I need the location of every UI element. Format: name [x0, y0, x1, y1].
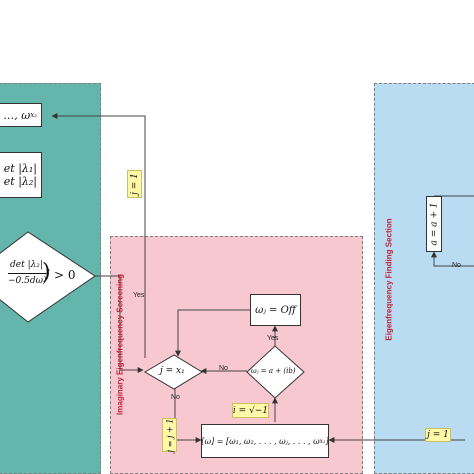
- omega-condition-text: ωⱼ = a + (ib): [251, 367, 296, 375]
- criterion-rhs: > 0: [54, 268, 76, 282]
- det-lambda1: et |λ₁|: [3, 162, 37, 175]
- omega-vector-sub: x₁: [319, 437, 326, 445]
- j-one-bottom-label: j = 1: [425, 428, 451, 442]
- edge-no-right: [431, 251, 474, 267]
- omega-vector-text: [ω] = [ω₁, ω₂, . . . , ωⱼ, . . . , ω: [201, 436, 320, 446]
- criterion-numerator: det |λ₂|: [10, 260, 43, 270]
- criterion-fraction-line: [8, 273, 46, 274]
- finding-section-title: Eigenfrequency Finding Section: [384, 218, 394, 341]
- no-label-diamond: No: [219, 365, 228, 372]
- j-one-left-text: j = 1: [129, 173, 140, 195]
- criterion-paren: ): [42, 260, 51, 285]
- omega-off-text: ωⱼ = Off: [255, 304, 296, 316]
- criterion-diamond: [0, 231, 96, 323]
- det-lambda2: et |λ₂|: [3, 175, 37, 188]
- edge-off-to-j: [175, 309, 250, 357]
- no-label-left: No: [171, 394, 180, 401]
- a-plus-one-text: a = a + 1: [429, 202, 440, 246]
- yes-label-left: Yes: [133, 292, 145, 299]
- j-x1-text: j = x₁: [160, 366, 185, 376]
- j-one-left-label: j = 1: [127, 170, 142, 198]
- edge-yes-to-list: [51, 113, 146, 358]
- j-x1-diamond: [144, 354, 203, 390]
- condition-diamond: [246, 345, 305, 399]
- omega-vector-bracket: ]: [325, 436, 329, 446]
- no-label-right: No: [452, 262, 461, 269]
- criterion-expression: det |λ₂| −0.5dω) 2 ) > 0: [2, 256, 92, 296]
- criterion-denominator: −0.5dω): [8, 276, 47, 286]
- j-plus-one-label: j = j + 1: [162, 418, 177, 452]
- det-lambda-box: et |λ₁| et |λ₂|: [0, 152, 42, 198]
- omega-list-text: …, ω: [3, 108, 31, 122]
- eigenfrequency-finding-panel: [374, 83, 474, 474]
- yes-label-mid: Yes: [267, 335, 279, 342]
- omega-off-box: ωⱼ = Off: [250, 294, 301, 326]
- imaginary-section-title: Imaginary Eigenfrequency Screening: [115, 274, 125, 415]
- criterion-exponent: 2: [46, 269, 50, 276]
- j-plus-one-text: j = j + 1: [165, 418, 175, 452]
- i-sqrt-label: i = √−1: [232, 403, 269, 418]
- omega-list-sub: x₂: [30, 111, 37, 119]
- a-plus-one-box: a = a + 1: [426, 196, 442, 252]
- edge-yes-from-criterion: [95, 275, 144, 373]
